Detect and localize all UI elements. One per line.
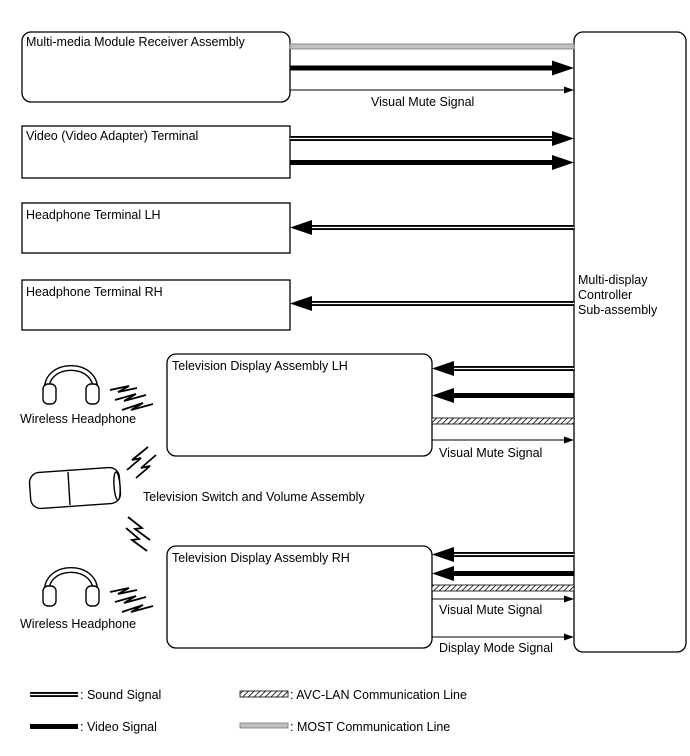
controller-label-line-3: Sub-assembly	[578, 303, 658, 317]
display-mode-label: Display Mode Signal	[439, 641, 553, 655]
sound-signal-video-terminal	[290, 131, 574, 146]
visual-mute-line-tv-rh	[432, 595, 574, 603]
tv-switch-label: Television Switch and Volume Assembly	[143, 490, 365, 504]
video-signal-tv-lh	[432, 388, 574, 403]
most-line-receiver	[289, 43, 575, 50]
avc-lan-line-tv-lh	[431, 417, 575, 425]
visual-mute-line-receiver	[290, 86, 574, 94]
legend-sound-swatch	[30, 692, 78, 697]
avc-lan-line-tv-rh	[431, 584, 575, 592]
tv-display-lh-label: Television Display Assembly LH	[172, 359, 348, 373]
headphone-icon	[42, 567, 100, 607]
legend-avc-lan-swatch	[239, 690, 289, 698]
controller-label-line-2: Controller	[578, 288, 632, 302]
headphone-terminal-rh-label: Headphone Terminal RH	[26, 285, 163, 299]
legend-avc-lan-label: : AVC-LAN Communication Line	[290, 688, 467, 702]
headphone-terminal-lh-label: Headphone Terminal LH	[26, 208, 161, 222]
video-signal-video-terminal	[290, 155, 574, 170]
legend-most-label: : MOST Communication Line	[290, 720, 450, 734]
sound-signal-headphone-rh	[290, 296, 574, 311]
tv-display-lh-box: Television Display Assembly LH	[166, 353, 433, 457]
headphone-terminal-rh-box: Headphone Terminal RH	[21, 279, 291, 331]
remote-control-icon	[28, 466, 122, 510]
video-terminal-label: Video (Video Adapter) Terminal	[26, 129, 198, 143]
sound-signal-tv-rh-1	[432, 547, 574, 562]
wireless-signal-icon	[126, 446, 157, 479]
module-receiver-label: Multi-media Module Receiver Assembly	[26, 35, 246, 49]
headphone-terminal-lh-box: Headphone Terminal LH	[21, 202, 291, 254]
wireless-headphone-label-top: Wireless Headphone	[20, 412, 136, 426]
wireless-signal-icon	[109, 385, 154, 411]
wireless-signal-icon	[125, 516, 151, 552]
visual-mute-label-3: Visual Mute Signal	[439, 603, 542, 617]
signal-lines: Visual Mute Signal	[289, 43, 575, 655]
legend-most-swatch	[239, 722, 289, 729]
visual-mute-line-tv-lh	[432, 436, 574, 444]
sound-signal-tv-lh	[432, 361, 574, 376]
legend-video-label: : Video Signal	[80, 720, 157, 734]
tv-display-rh-box: Television Display Assembly RH	[166, 545, 433, 649]
visual-mute-label-1: Visual Mute Signal	[371, 95, 474, 109]
wireless-headphone-label-bottom: Wireless Headphone	[20, 617, 136, 631]
wireless-signal-icon	[109, 587, 154, 613]
legend: : Sound Signal : Video Signal : AVC-LAN …	[30, 688, 467, 734]
tv-display-rh-label: Television Display Assembly RH	[172, 551, 350, 565]
wireless-headphone-top: Wireless Headphone	[20, 365, 154, 426]
legend-sound-label: : Sound Signal	[80, 688, 161, 702]
video-signal-tv-rh	[432, 566, 574, 581]
video-signal-receiver	[290, 60, 574, 76]
headphone-icon	[42, 365, 100, 405]
multi-display-controller: Multi-display Controller Sub-assembly	[573, 31, 687, 653]
visual-mute-label-2: Visual Mute Signal	[439, 446, 542, 460]
legend-video-swatch	[30, 724, 78, 729]
controller-label-line-1: Multi-display	[578, 273, 648, 287]
display-mode-line-tv-rh	[432, 633, 574, 641]
sound-signal-headphone-lh	[290, 220, 574, 235]
wireless-headphone-bottom: Wireless Headphone	[20, 567, 154, 631]
tv-switch-volume-assembly: Television Switch and Volume Assembly	[28, 446, 365, 552]
video-terminal-box: Video (Video Adapter) Terminal	[21, 125, 291, 179]
module-receiver-box: Multi-media Module Receiver Assembly	[21, 31, 291, 103]
